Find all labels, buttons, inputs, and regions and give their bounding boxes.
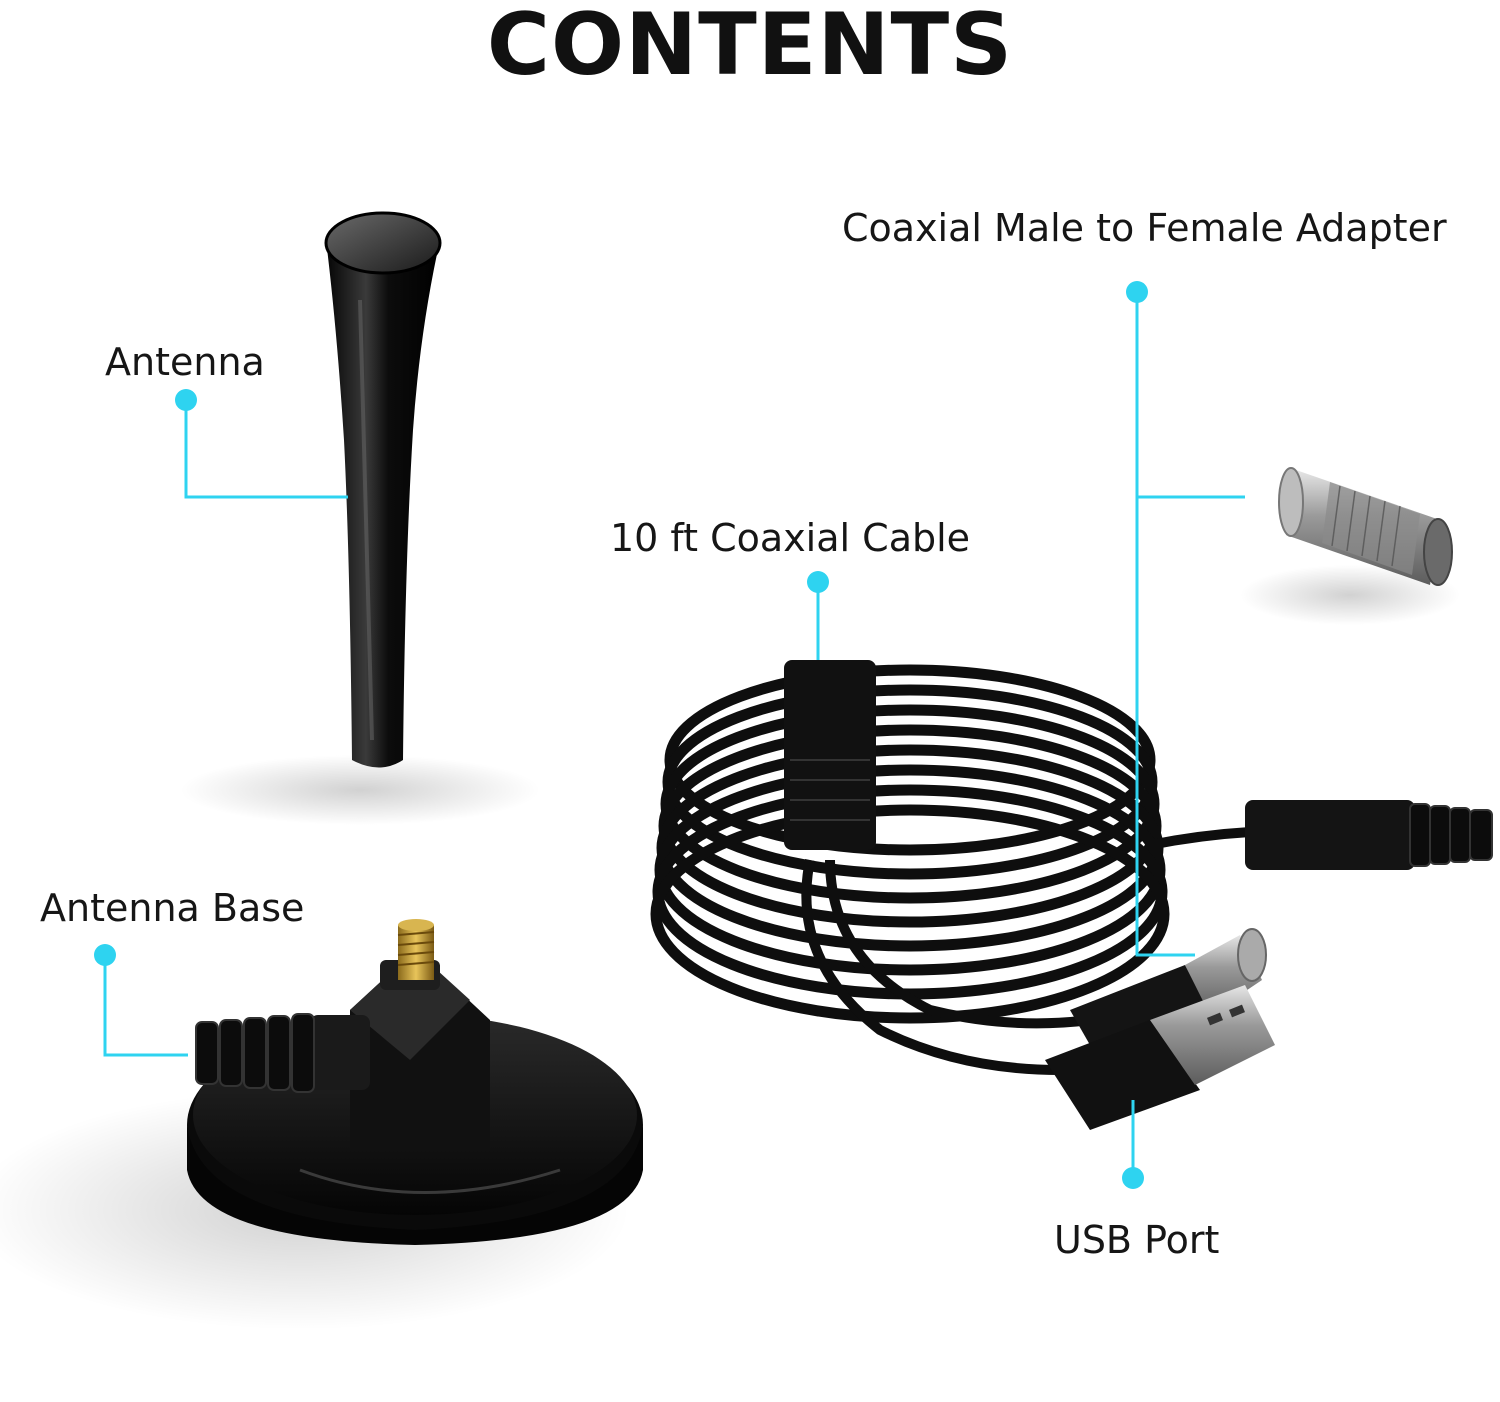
adapter-image bbox=[1278, 467, 1453, 586]
usb-port-label: USB Port bbox=[1054, 1218, 1220, 1262]
cable-splitter-image bbox=[784, 660, 876, 850]
base-callout-dot bbox=[94, 944, 116, 966]
antenna-callout-line bbox=[184, 400, 348, 499]
usb-callout-dot bbox=[1122, 1167, 1144, 1189]
callout-lines bbox=[103, 292, 1245, 1178]
page-title: CONTENTS bbox=[486, 0, 1014, 95]
cable-callout-dot bbox=[807, 571, 829, 593]
base-callout-line bbox=[103, 955, 188, 1057]
antenna-base-image bbox=[187, 919, 643, 1245]
adapter-callout-line bbox=[1135, 292, 1195, 957]
adapter-label: Coaxial Male to Female Adapter bbox=[842, 206, 1447, 250]
adapter-shadow bbox=[1240, 565, 1460, 625]
antenna-shadow bbox=[180, 755, 540, 825]
antenna-base-label: Antenna Base bbox=[40, 886, 305, 930]
antenna-label: Antenna bbox=[105, 340, 265, 384]
f-connector-image bbox=[1245, 800, 1493, 870]
cable-label: 10 ft Coaxial Cable bbox=[610, 516, 971, 560]
antenna-callout-dot bbox=[175, 389, 197, 411]
coaxial-cable-image bbox=[650, 664, 1251, 1075]
adapter-callout-dot bbox=[1126, 281, 1148, 303]
antenna-image bbox=[324, 211, 442, 768]
usb-plug-image bbox=[1045, 985, 1275, 1130]
callout-dots bbox=[94, 281, 1148, 1189]
